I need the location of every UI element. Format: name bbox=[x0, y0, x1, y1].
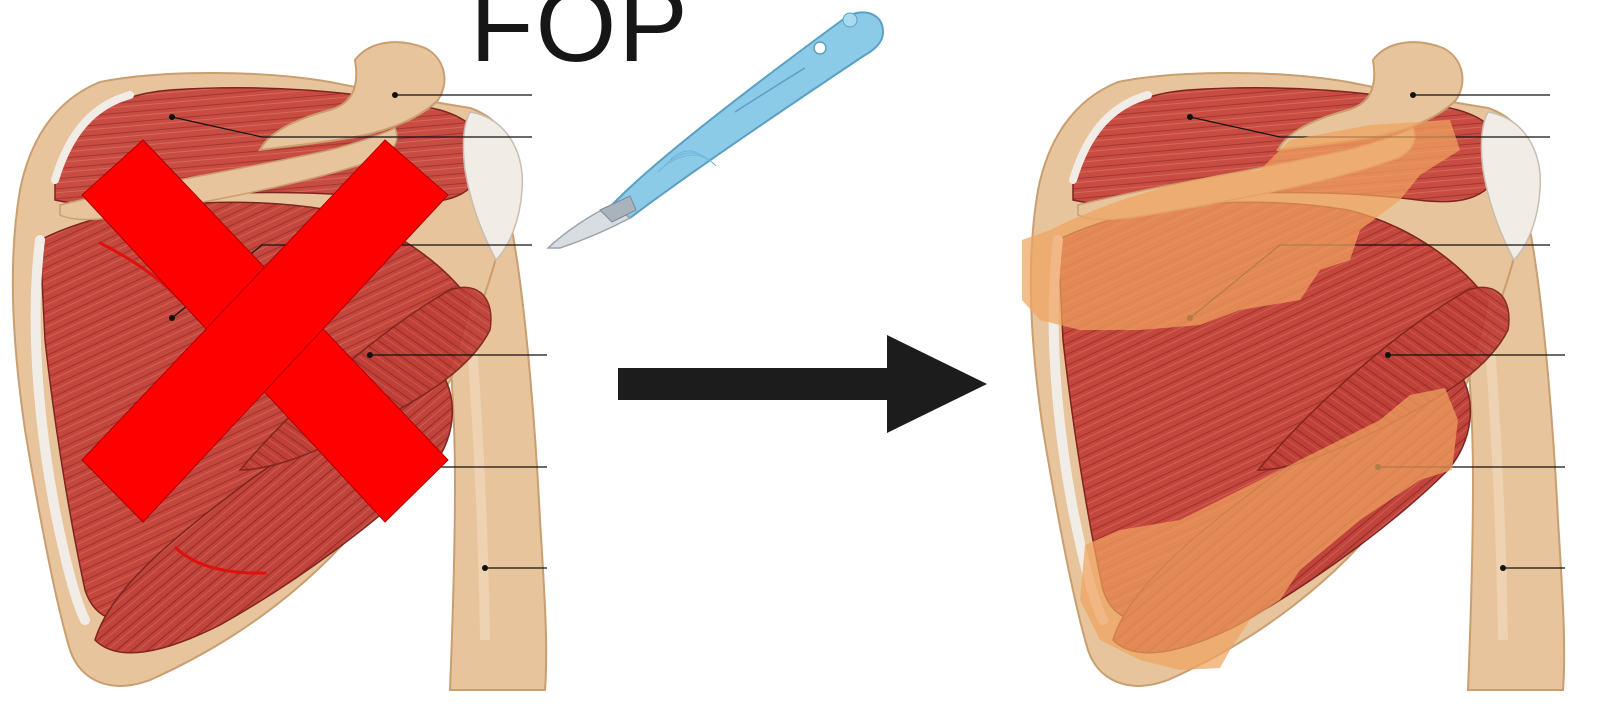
scalpel-icon bbox=[548, 12, 883, 248]
arrow-right-icon bbox=[618, 335, 987, 433]
